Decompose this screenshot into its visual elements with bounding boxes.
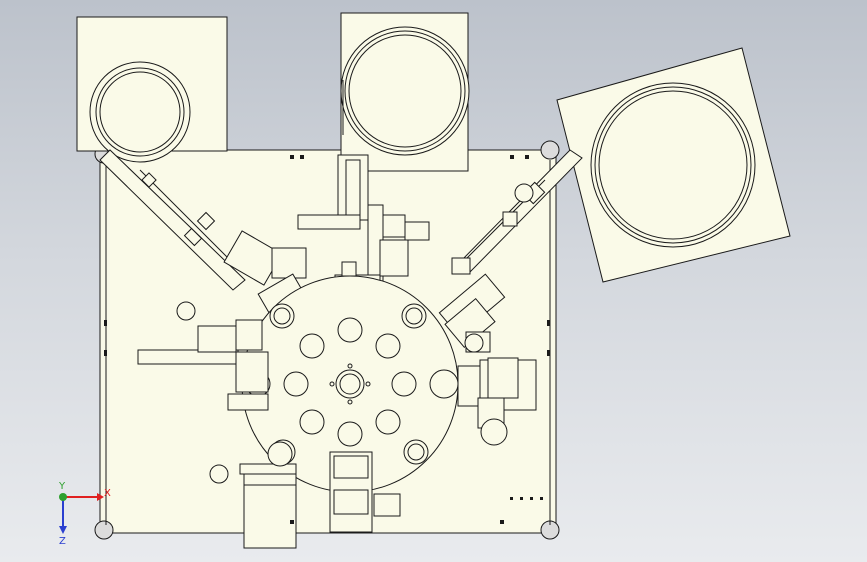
left-station-assembly: [137, 319, 269, 411]
left-feeder-bowl: [76, 16, 228, 163]
left-feed-rail: [99, 149, 309, 321]
station-nest-ne: [401, 303, 427, 329]
z-axis-label: Z: [59, 536, 66, 547]
right-feed-rail: [438, 149, 583, 349]
plate-holes: [176, 183, 534, 484]
coordinate-triad: X Y Z: [58, 481, 111, 547]
right-station-assembly: [429, 331, 537, 446]
station-nest-se: [403, 439, 429, 465]
y-axis-label: Y: [58, 481, 66, 492]
drive-motor: [239, 441, 297, 549]
bottom-station-assembly: [329, 451, 401, 533]
station-nest-nw: [269, 303, 295, 329]
rotary-table: [241, 275, 459, 493]
y-axis-marker: [59, 493, 67, 501]
center-feeder-bowl: [340, 12, 470, 172]
x-axis-label: X: [104, 488, 111, 499]
fasteners: [104, 155, 550, 524]
right-feeder-bowl: [556, 47, 791, 283]
